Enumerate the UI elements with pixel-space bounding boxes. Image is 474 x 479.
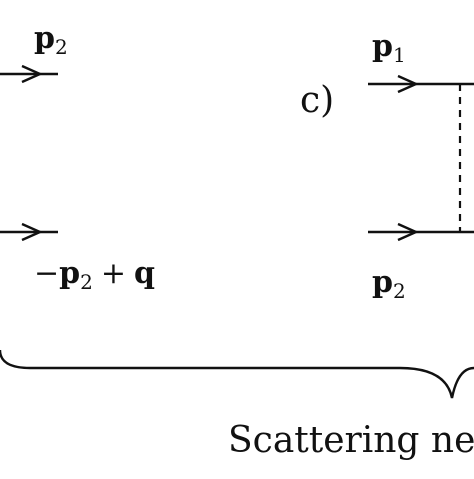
panel-c-bottom-momentum-label: p2: [372, 265, 406, 303]
left-top-line: [0, 64, 58, 84]
left-bottom-momentum-label: −p2+q: [34, 256, 155, 294]
panel-c-top-line: [368, 74, 474, 94]
arrow-right-icon: [397, 222, 419, 242]
arrow-right-icon: [397, 74, 419, 94]
caption-text: Scattering ne: [228, 420, 474, 461]
panel-c-bottom-line: [368, 222, 474, 242]
panel-c-label: c): [300, 80, 334, 121]
curly-brace: [0, 349, 474, 399]
arrow-right-icon: [21, 222, 43, 242]
left-bottom-line: [0, 222, 58, 242]
panel-c-top-momentum-label: p1: [372, 29, 406, 67]
arrow-right-icon: [21, 64, 43, 84]
left-top-momentum-label: p2: [34, 21, 68, 59]
